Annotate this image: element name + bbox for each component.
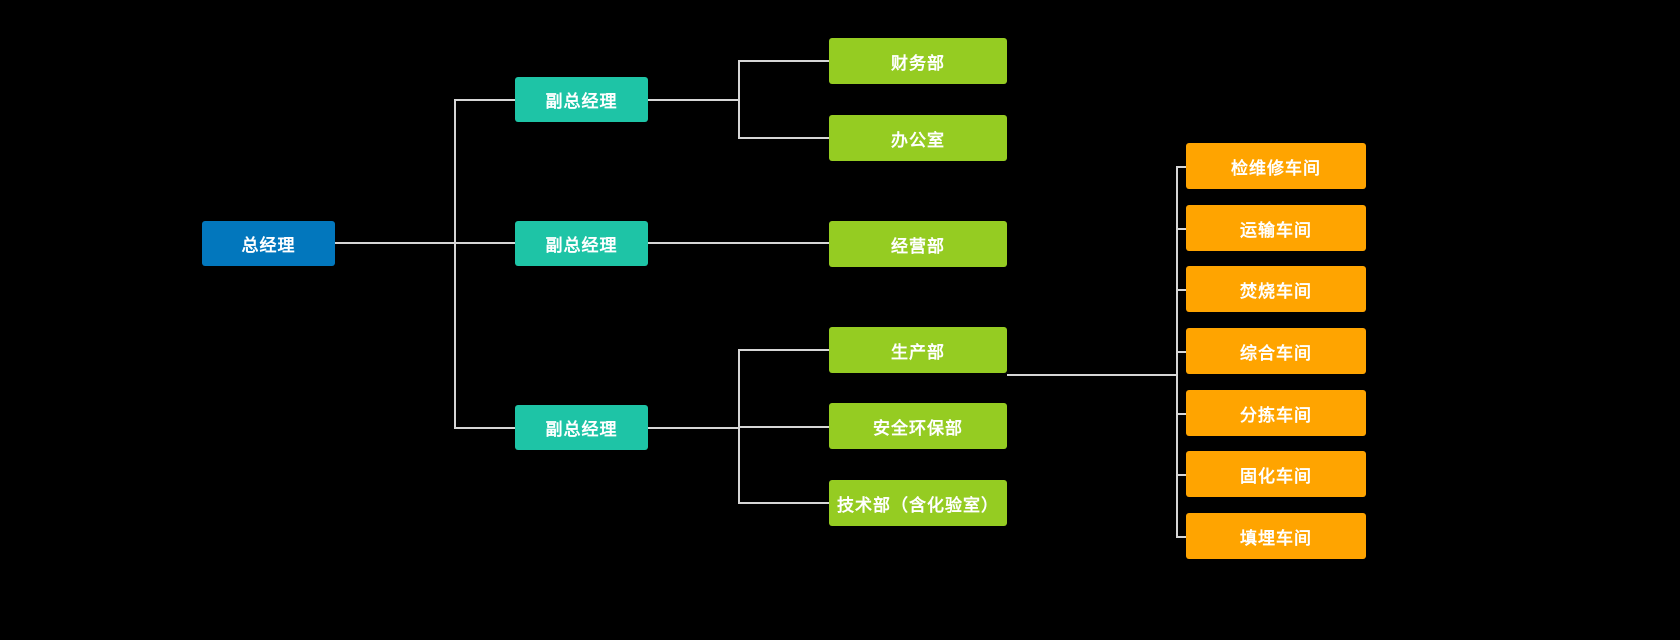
node-safety-environment-dept[interactable]: 安全环保部 xyxy=(829,403,1007,449)
connector-vp1-stub xyxy=(648,99,740,101)
connector-vp3-to-d5 xyxy=(738,426,829,428)
node-sorting-workshop[interactable]: 分拣车间 xyxy=(1186,390,1366,436)
connector-gm-to-vp3 xyxy=(454,427,515,429)
node-transport-workshop[interactable]: 运输车间 xyxy=(1186,205,1366,251)
node-office[interactable]: 办公室 xyxy=(829,115,1007,161)
node-production-dept[interactable]: 生产部 xyxy=(829,327,1007,373)
node-operations-dept[interactable]: 经营部 xyxy=(829,221,1007,267)
connector-gm-stub xyxy=(335,242,455,244)
connector-gm-trunk xyxy=(454,99,456,429)
connector-d4-stub xyxy=(1007,374,1178,376)
connector-vp3-to-d6 xyxy=(738,502,829,504)
connector-vp3-stub xyxy=(648,427,740,429)
node-finance-dept[interactable]: 财务部 xyxy=(829,38,1007,84)
node-maintenance-workshop[interactable]: 检维修车间 xyxy=(1186,143,1366,189)
node-comprehensive-workshop[interactable]: 综合车间 xyxy=(1186,328,1366,374)
node-landfill-workshop[interactable]: 填埋车间 xyxy=(1186,513,1366,559)
connector-vp3-to-d4 xyxy=(738,349,829,351)
node-general-manager[interactable]: 总经理 xyxy=(202,221,335,266)
node-deputy-gm-2[interactable]: 副总经理 xyxy=(515,221,648,266)
connector-gm-to-vp1 xyxy=(454,99,515,101)
node-deputy-gm-3[interactable]: 副总经理 xyxy=(515,405,648,450)
node-technology-dept[interactable]: 技术部（含化验室） xyxy=(829,480,1007,526)
connector-vp1-to-d1 xyxy=(738,60,829,62)
node-deputy-gm-1[interactable]: 副总经理 xyxy=(515,77,648,122)
node-solidification-workshop[interactable]: 固化车间 xyxy=(1186,451,1366,497)
connector-vp1-trunk xyxy=(738,60,740,138)
connector-gm-to-vp2 xyxy=(454,242,515,244)
connector-vp1-to-d2 xyxy=(738,137,829,139)
node-incineration-workshop[interactable]: 焚烧车间 xyxy=(1186,266,1366,312)
connector-vp2-to-d3 xyxy=(648,242,829,244)
